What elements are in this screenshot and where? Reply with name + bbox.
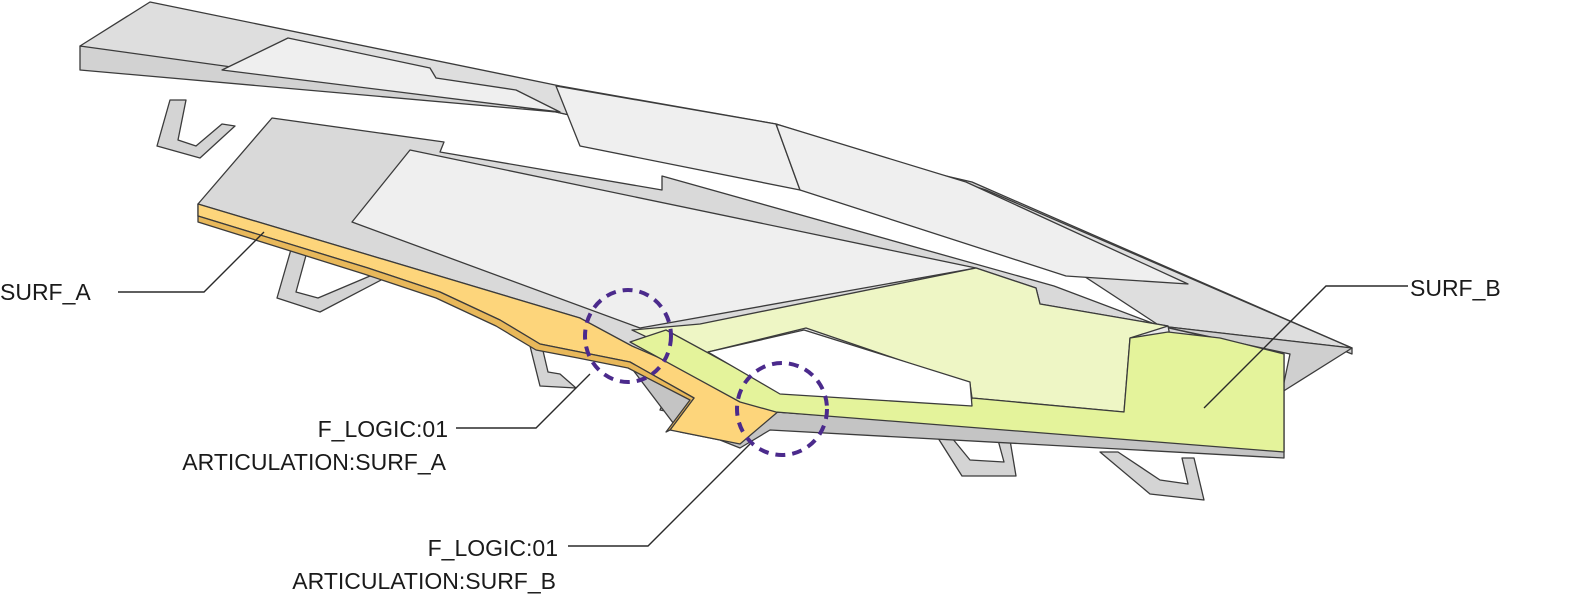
leader-callout-a	[456, 373, 591, 429]
joint-circle-surf-a	[583, 288, 673, 384]
surf-a-edge-strip	[197, 215, 695, 433]
upper-roof-panel	[775, 123, 1189, 285]
callout-a-line2: ARTICULATION:SURF_A	[182, 449, 446, 475]
label-surf-a: SURF_A	[0, 279, 91, 305]
callout-a-line1: F_LOGIC:01	[318, 416, 448, 442]
surf-b-surface	[629, 267, 1285, 453]
support-leg	[1099, 451, 1205, 501]
leader-lines	[118, 231, 1408, 547]
joint-circle-surf-b	[735, 361, 829, 457]
upper-roof-panel	[555, 85, 801, 191]
upper-roof-plate	[79, 1, 1353, 393]
callout-b-line1: F_LOGIC:01	[428, 535, 558, 561]
leader-surf-a	[118, 231, 265, 293]
leader-callout-b	[568, 443, 751, 547]
support-leg	[156, 99, 236, 159]
upper-roof-panel	[221, 37, 561, 113]
joint-highlights	[583, 288, 829, 457]
labels: SURF_A SURF_B F_LOGIC:01 ARTICULATION:SU…	[0, 275, 1501, 594]
label-surf-b: SURF_B	[1410, 275, 1501, 301]
surf-b-opening	[707, 329, 973, 407]
leader-surf-b	[1203, 285, 1408, 409]
callout-b-line2: ARTICULATION:SURF_B	[292, 568, 556, 594]
support-leg	[937, 437, 1017, 477]
